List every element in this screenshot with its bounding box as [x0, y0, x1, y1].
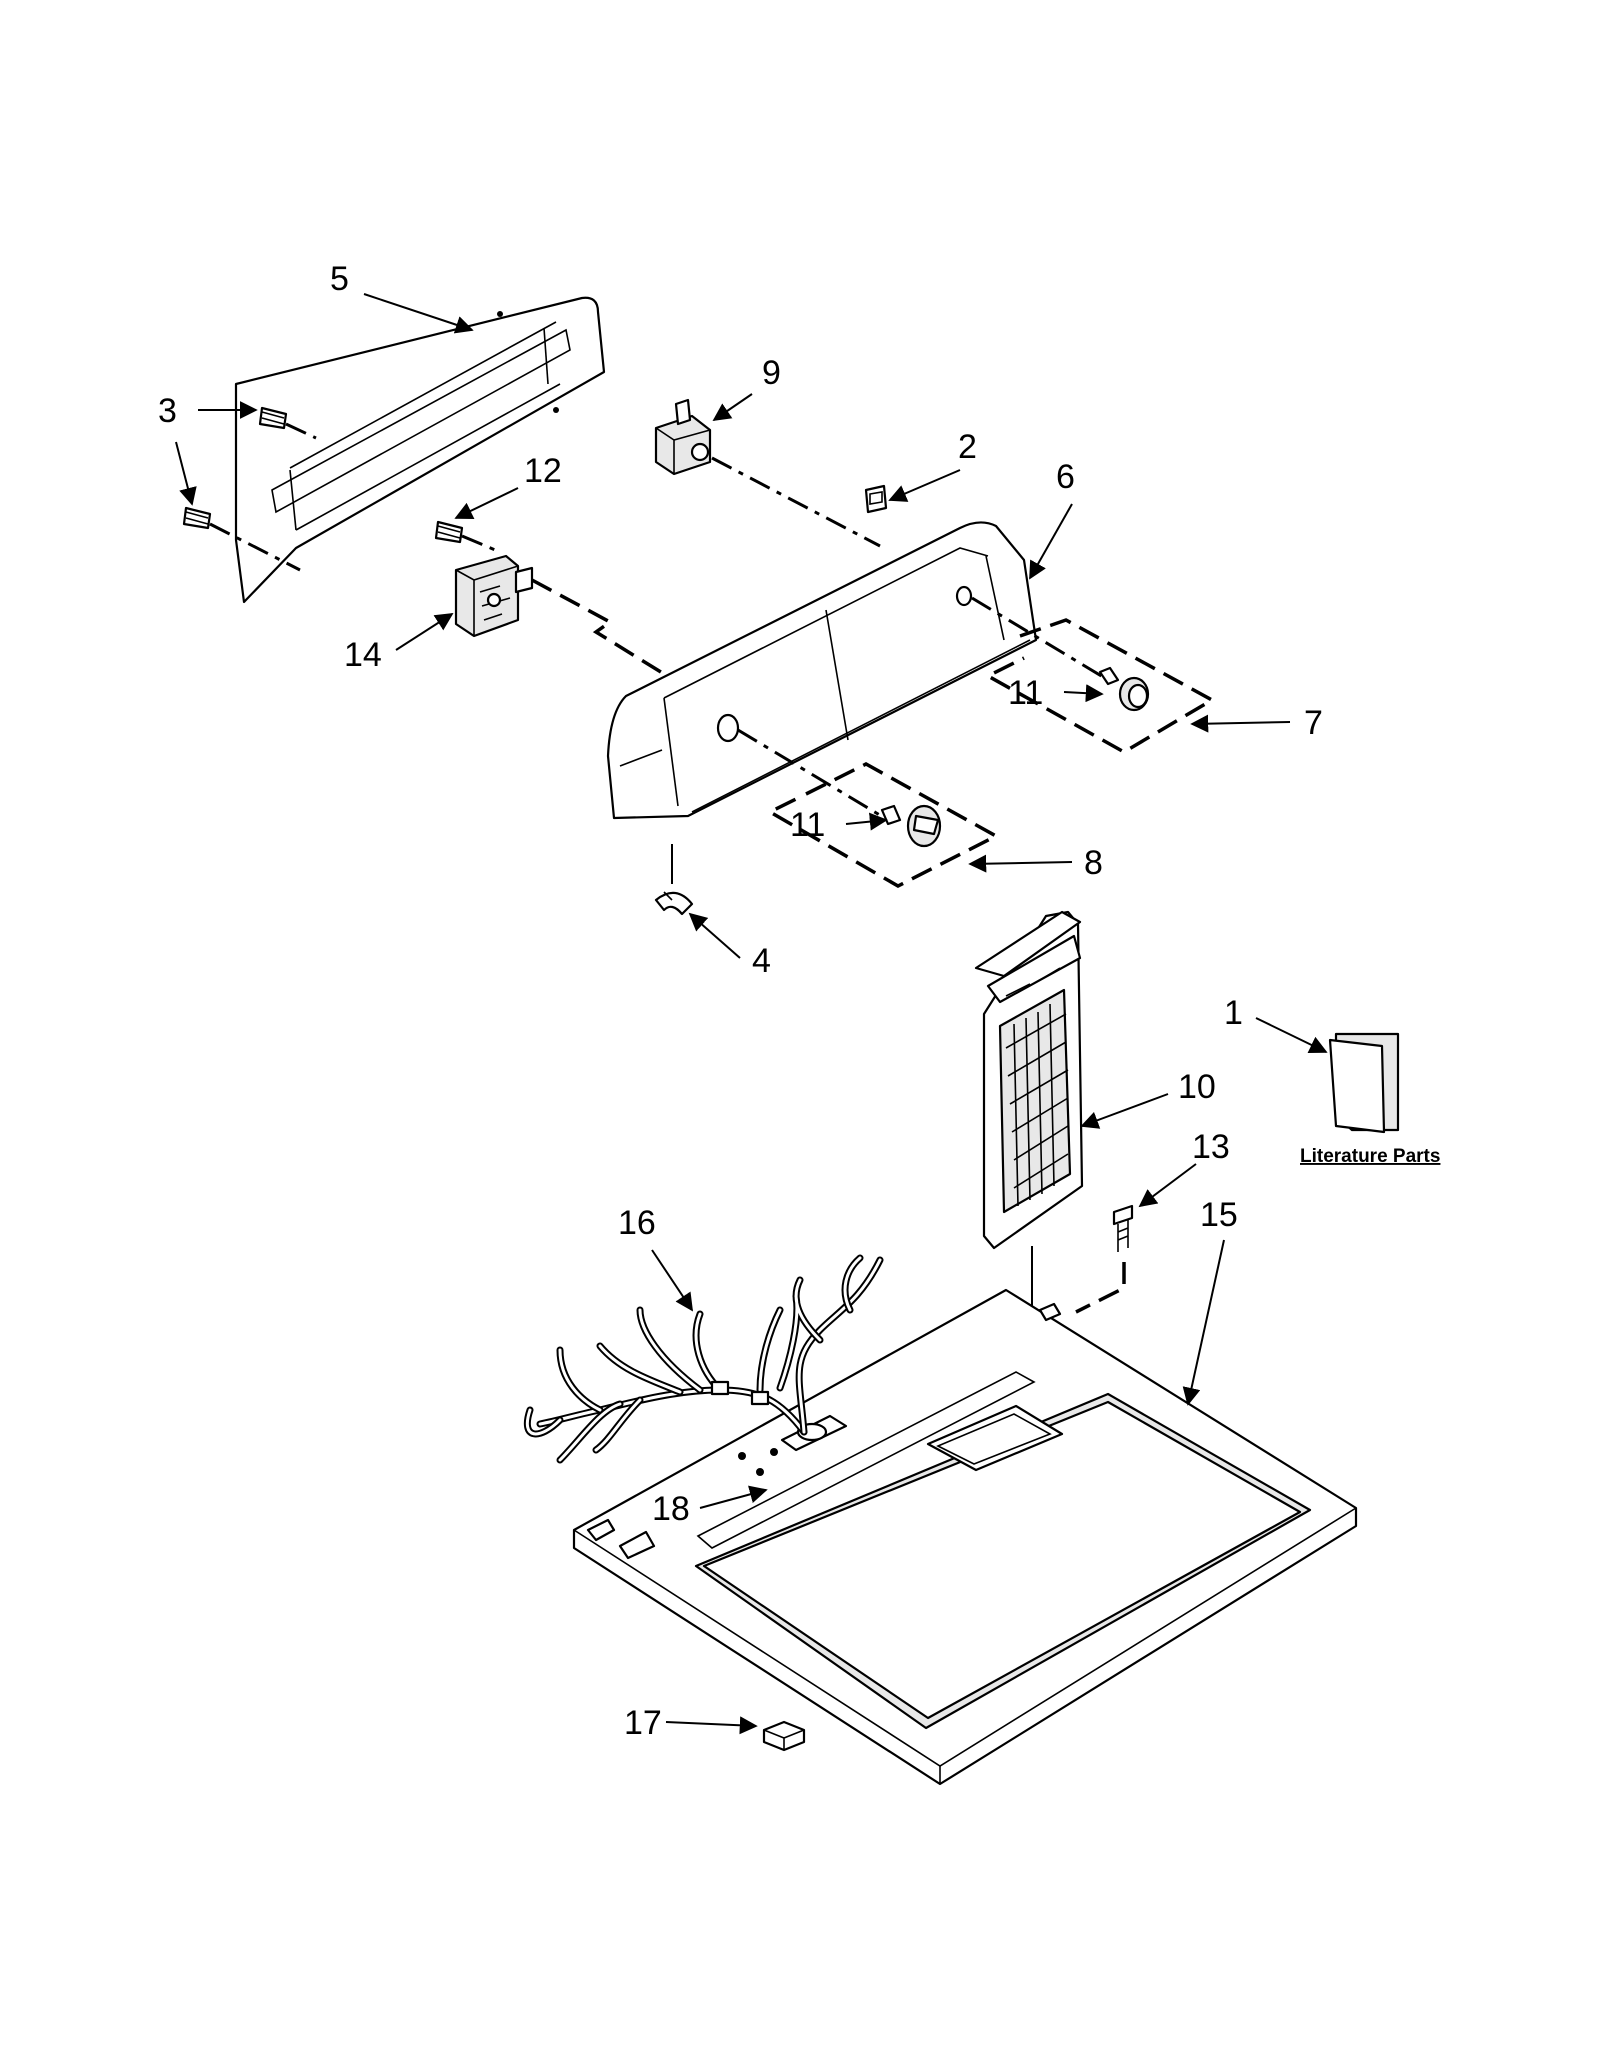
callout-5: 5 [330, 260, 349, 298]
rear-bracket-panel [234, 296, 606, 604]
leader-arrows [175, 293, 1328, 1735]
callout-18: 18 [652, 1490, 690, 1528]
callout-12: 12 [524, 452, 562, 490]
screw-lower [182, 506, 212, 530]
leader-12 [454, 487, 519, 520]
leader-3b [175, 441, 197, 506]
literature-label: Literature Parts [1300, 1146, 1440, 1167]
timer-screw [434, 520, 464, 544]
bottom-clip [654, 891, 694, 916]
callout-11-left: 11 [790, 806, 825, 844]
foot-pad [762, 1720, 806, 1752]
callout-1: 1 [1224, 994, 1243, 1032]
console-panel [606, 521, 1038, 820]
leader-1 [1255, 1017, 1328, 1054]
callout-14: 14 [344, 636, 382, 674]
leader-11b [1063, 684, 1104, 703]
assembly-line-timer-screw [461, 534, 501, 554]
assembly-line-timer [531, 578, 691, 692]
leader-13 [1138, 1163, 1197, 1208]
callout-10: 10 [1178, 1068, 1216, 1106]
leader-9 [712, 393, 753, 422]
lint-screen [974, 910, 1084, 1250]
assembly-line-left-knob [737, 728, 889, 822]
assembly-line-top-screw [1075, 1262, 1126, 1314]
callout-16: 16 [618, 1204, 656, 1242]
leader-5 [363, 293, 474, 334]
leader-8 [968, 854, 1073, 873]
callout-3: 3 [158, 392, 177, 430]
leader-14 [395, 613, 454, 651]
assembly-line-screw-lower [209, 522, 301, 572]
callout-labels: 5 3 9 2 12 6 14 11 7 11 8 4 1 10 13 15 1… [158, 260, 1323, 1742]
leader-18 [699, 1485, 768, 1509]
clip-part [864, 484, 888, 514]
leader-6 [1029, 503, 1073, 580]
switch-part [654, 398, 712, 476]
callout-8: 8 [1084, 844, 1103, 882]
callout-17: 17 [624, 1704, 662, 1742]
assembly-line-screw-upper [285, 422, 317, 440]
callout-6: 6 [1056, 458, 1075, 496]
wire-harness [523, 1254, 884, 1464]
screw-upper [258, 406, 288, 430]
assembly-line-right-knob [971, 596, 1109, 682]
left-knob-group [766, 762, 1000, 888]
timer-part [454, 554, 534, 638]
literature-book [1328, 1032, 1400, 1134]
top-panel [572, 1288, 1358, 1786]
leader-11a [845, 812, 888, 831]
callout-4: 4 [752, 942, 771, 980]
leader-7 [1190, 714, 1291, 733]
leader-10 [1080, 1093, 1169, 1129]
callout-15: 15 [1200, 1196, 1238, 1234]
callout-2: 2 [958, 428, 977, 466]
leader-17 [665, 1716, 758, 1735]
right-knob-group [984, 618, 1216, 755]
top-screw [1112, 1204, 1134, 1252]
callout-11-right: 11 [1008, 674, 1043, 712]
callout-9: 9 [762, 354, 781, 392]
callout-7: 7 [1304, 704, 1323, 742]
leader-4 [688, 912, 741, 959]
assembly-line-switch [711, 456, 881, 548]
leader-15 [1182, 1239, 1225, 1406]
callout-13: 13 [1192, 1128, 1230, 1166]
leader-16 [651, 1249, 693, 1312]
leader-2 [888, 469, 961, 502]
